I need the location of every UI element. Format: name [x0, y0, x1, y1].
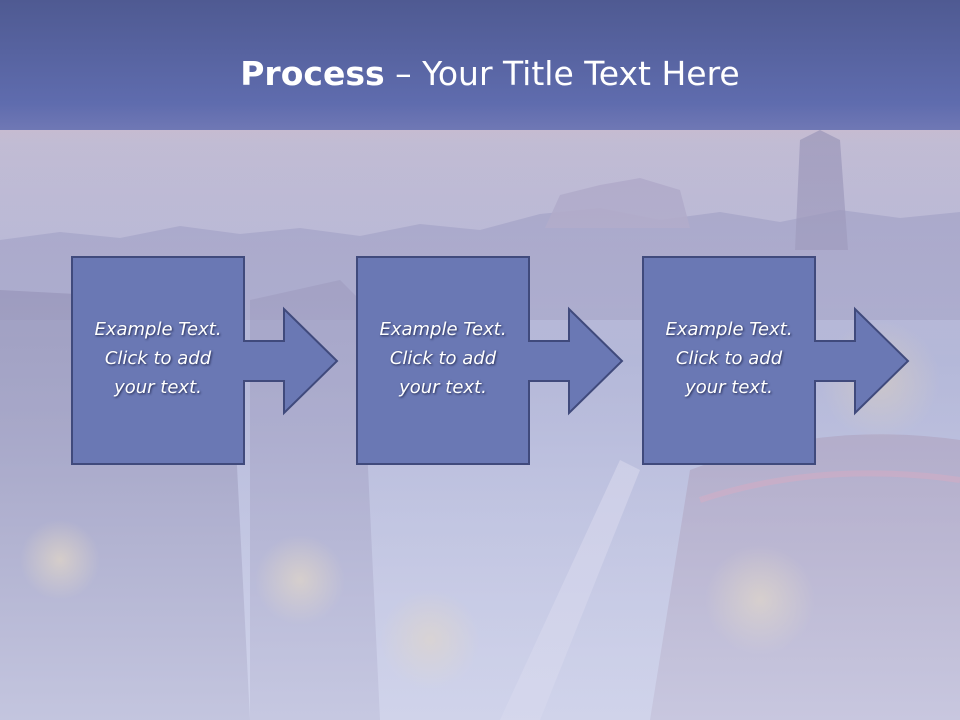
step-text[interactable]: Example Text. Click to add your text.: [665, 318, 793, 398]
title-bold: Process: [240, 54, 385, 93]
step-text[interactable]: Example Text. Click to add your text.: [379, 318, 507, 398]
process-arrow-shape: [71, 256, 339, 465]
title-rest: – Your Title Text Here: [384, 54, 740, 93]
title-band: [0, 0, 960, 130]
process-arrow-shape: [356, 256, 624, 465]
process-arrow-shape: [642, 256, 910, 465]
step-text[interactable]: Example Text. Click to add your text.: [94, 318, 222, 398]
slide-title[interactable]: Process – Your Title Text Here: [0, 52, 960, 96]
